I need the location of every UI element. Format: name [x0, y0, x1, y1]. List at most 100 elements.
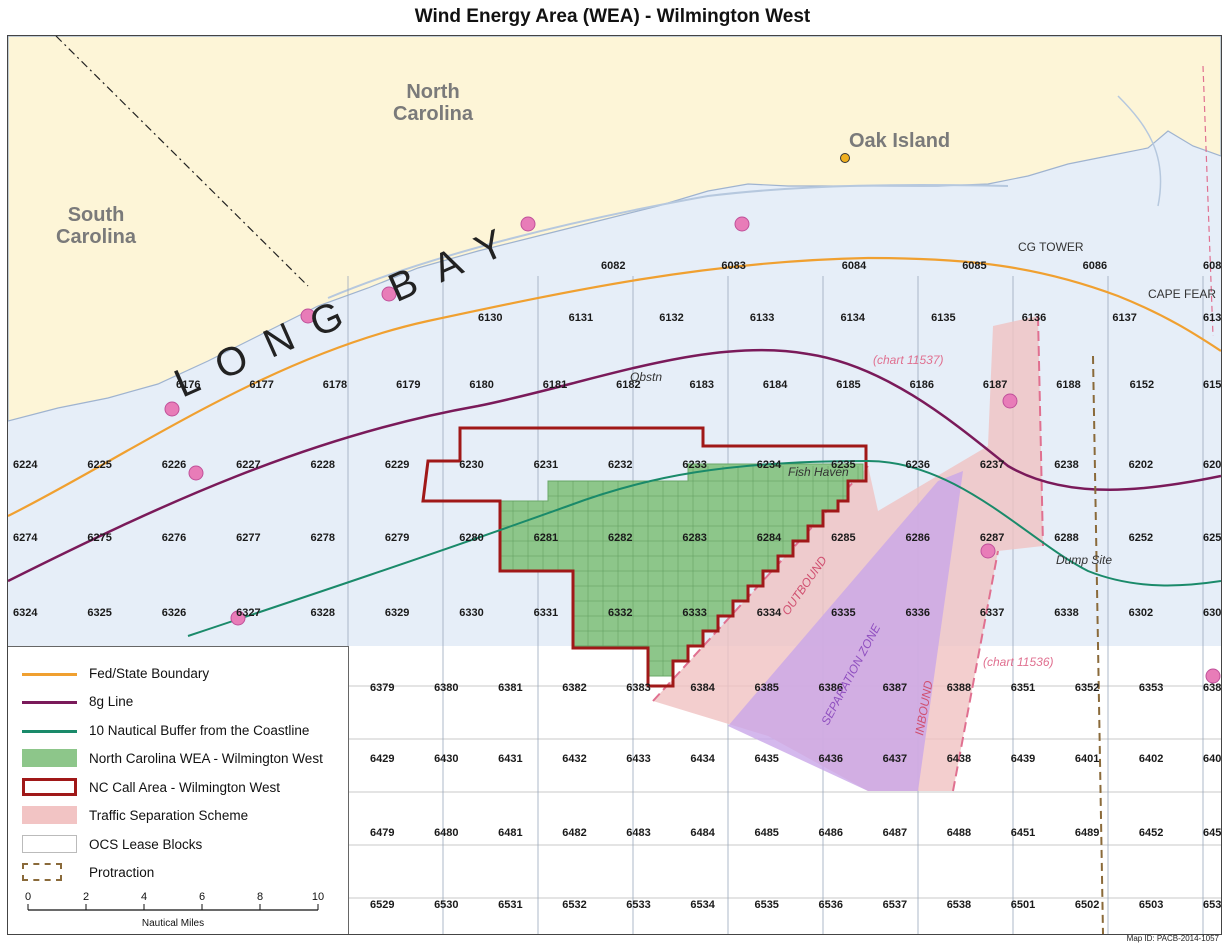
block-label: 6434	[690, 753, 715, 765]
block-label: 6334	[757, 607, 782, 619]
block-label: 6389	[1203, 682, 1221, 694]
fed-state-boundary	[8, 256, 1221, 517]
block-label: 6178	[323, 379, 347, 391]
block-label: 6332	[608, 607, 632, 619]
8g-line	[8, 348, 1221, 583]
block-label: 6433	[626, 753, 650, 765]
block-label: 6539	[1203, 899, 1221, 911]
block-label: 6226	[162, 459, 186, 471]
block-label: 6382	[562, 682, 586, 694]
block-label: 6324	[13, 607, 38, 619]
block-label: 6185	[836, 379, 860, 391]
block-label: 6130	[478, 312, 502, 324]
block-label: 6483	[626, 827, 650, 839]
block-label: 6186	[910, 379, 934, 391]
block-label: 6274	[13, 532, 38, 544]
block-label: 6480	[434, 827, 458, 839]
block-label: 6187	[983, 379, 1007, 391]
block-label: 6485	[754, 827, 778, 839]
scale-tick-label: 8	[257, 891, 263, 903]
block-label: 6153	[1203, 379, 1221, 391]
scale-tick-label: 4	[141, 891, 147, 903]
block-label: 6278	[311, 532, 335, 544]
map-title: Wind Energy Area (WEA) - Wilmington West	[414, 6, 811, 27]
block-label: 6337	[980, 607, 1004, 619]
block-label: 6230	[459, 459, 483, 471]
traffic-separation-scheme	[653, 316, 1043, 791]
protraction-line	[1092, 355, 1104, 934]
block-label: 6277	[236, 532, 260, 544]
block-label: 6136	[1022, 312, 1046, 324]
block-label: 6083	[721, 260, 745, 272]
block-label: 6431	[498, 753, 522, 765]
block-label: 6403	[1203, 753, 1221, 765]
legend-item: Fed/State Boundary	[22, 662, 209, 684]
block-label: 6183	[690, 379, 714, 391]
10nm-buffer-line	[187, 459, 1221, 637]
block-label: 6179	[396, 379, 420, 391]
block-label: 6085	[962, 260, 986, 272]
block-label: 6481	[498, 827, 522, 839]
state-border-line	[55, 36, 309, 287]
block-label: 6532	[562, 899, 586, 911]
block-label: 6486	[819, 827, 843, 839]
legend-item: North Carolina WEA - Wilmington West	[22, 747, 323, 769]
legend-symbol	[22, 863, 62, 881]
block-label: 6479	[370, 827, 394, 839]
legend-symbol	[22, 749, 77, 767]
block-label: 6438	[947, 753, 971, 765]
note-dump-site: Dump Site	[1056, 553, 1112, 567]
block-label: 6326	[162, 607, 186, 619]
block-label: 6429	[370, 753, 394, 765]
block-label: 6135	[931, 312, 955, 324]
block-number-labels: 6082608360846085608660876130613161326133…	[13, 260, 1221, 911]
legend-label: NC Call Area - Wilmington West	[89, 779, 281, 795]
block-label: 6529	[370, 899, 394, 911]
block-label: 6276	[162, 532, 186, 544]
block-label: 6537	[883, 899, 907, 911]
scale-tick-label: 6	[199, 891, 205, 903]
block-label: 6275	[87, 532, 111, 544]
block-label: 6331	[534, 607, 558, 619]
block-label: 6253	[1203, 532, 1221, 544]
legend-label: Traffic Separation Scheme	[89, 807, 249, 823]
block-label: 6387	[883, 682, 907, 694]
block-label: 6328	[311, 607, 335, 619]
block-label: 6086	[1083, 260, 1107, 272]
label-north-carolina: North Carolina	[393, 81, 474, 125]
block-label: 6152	[1130, 379, 1154, 391]
legend-item: 10 Nautical Buffer from the Coastline	[22, 719, 309, 741]
note-fish-haven: Fish Haven	[788, 465, 849, 479]
block-label: 6435	[754, 753, 778, 765]
block-label: 6536	[819, 899, 843, 911]
separation-zone	[728, 471, 963, 791]
block-label: 6381	[498, 682, 522, 694]
block-label: 6386	[819, 682, 843, 694]
block-label: 6402	[1139, 753, 1163, 765]
block-label: 6351	[1011, 682, 1035, 694]
scale-tick-label: 0	[25, 891, 31, 903]
block-label: 6281	[534, 532, 558, 544]
legend-symbol	[22, 835, 77, 853]
block-label: 6335	[831, 607, 855, 619]
note-cape-fear: CAPE FEAR	[1148, 287, 1216, 301]
block-label: 6082	[601, 260, 625, 272]
block-label: 6489	[1075, 827, 1099, 839]
block-label: 6131	[569, 312, 593, 324]
block-label: 6133	[750, 312, 774, 324]
block-label: 6177	[249, 379, 273, 391]
block-label: 6229	[385, 459, 409, 471]
legend-symbol	[22, 729, 77, 733]
block-label: 6225	[87, 459, 111, 471]
block-label: 6286	[906, 532, 930, 544]
block-label: 6303	[1203, 607, 1221, 619]
block-label: 6535	[754, 899, 778, 911]
block-label: 6202	[1129, 459, 1153, 471]
block-label: 6333	[682, 607, 706, 619]
block-label: 6482	[562, 827, 586, 839]
block-label: 6284	[757, 532, 782, 544]
block-label: 6287	[980, 532, 1004, 544]
legend-item: Traffic Separation Scheme	[22, 804, 248, 826]
block-label: 6401	[1075, 753, 1099, 765]
block-label: 6325	[87, 607, 111, 619]
